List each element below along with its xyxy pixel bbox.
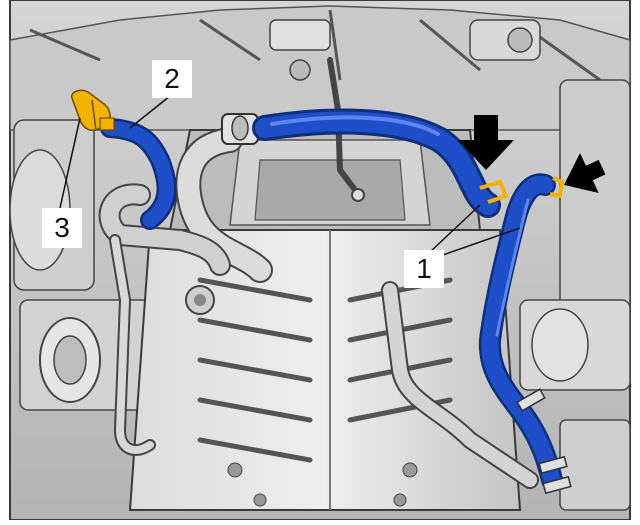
arrow-left-icon [563, 153, 606, 193]
hose-clamp-left-item-3 [71, 89, 115, 132]
arrow-down-icon [458, 115, 514, 170]
leader-lines [59, 95, 521, 257]
leader-line-1a [429, 204, 481, 253]
hose-clamp-right-b [549, 176, 565, 199]
callout-label-2: 2 [152, 60, 192, 98]
callout-label-1: 1 [404, 250, 444, 288]
leader-line-3 [59, 117, 81, 209]
coolant-hose-left [100, 118, 177, 230]
hose-clamp-right-a [479, 179, 509, 204]
leader-line-2 [129, 95, 171, 129]
grey-pipes [98, 57, 539, 489]
leader-line-1b [439, 227, 521, 257]
coolant-hose-right [478, 173, 563, 491]
coolant-hose-upper [252, 108, 501, 218]
callout-label-3: 3 [42, 208, 82, 248]
engine-background [9, 0, 631, 521]
engine-block [128, 229, 522, 511]
bell-housing [168, 129, 482, 231]
hose-bands [516, 388, 572, 495]
